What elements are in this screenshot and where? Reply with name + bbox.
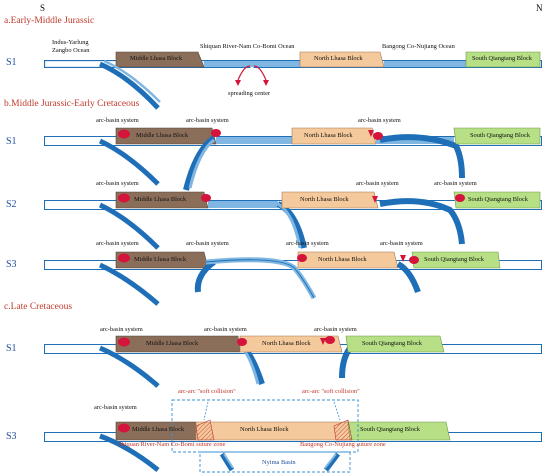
magma-blob (237, 338, 247, 346)
subducting-slab (98, 61, 160, 110)
south-qiangtang-block (453, 191, 541, 209)
soft-collision-label-left: arc-arc "soft collision" (178, 388, 236, 395)
suture-zone-hatch (333, 419, 353, 441)
soft-collision-label-right: arc-arc "soft collision" (302, 388, 360, 395)
suture-zone-hatch (195, 419, 215, 441)
indus-yarlung-label: Indus-Yarlung (52, 39, 89, 46)
arc-basin-label: arc-basin system (356, 180, 399, 187)
spreading-arrow-left (237, 65, 251, 81)
block-label-north-lhasa: North Lhasa Block (262, 340, 311, 347)
magma-blob (211, 129, 221, 137)
spreading-center-label: spreading center (228, 90, 271, 97)
shiquan-suture-label: Shiquan River-Nam Co-Bomi suture zone (118, 441, 226, 448)
magma-blob (409, 256, 419, 264)
shiquan-ocean-crust (204, 61, 304, 67)
block-label-south-qiangtang: South Qiangtang Block (424, 256, 484, 263)
stage-label-b-s2: S2 (6, 199, 17, 210)
north-label: N (536, 3, 543, 13)
block-label-south-qiangtang: South Qiangtang Block (472, 55, 532, 62)
magma-blob (118, 193, 130, 203)
arc-basin-label: arc-basin system (100, 326, 143, 333)
block-label-middle-lhasa: Middle Lhasa Block (134, 256, 187, 263)
magma-blob (118, 423, 130, 433)
arc-basin-label: arc-basin system (94, 404, 137, 411)
north-lhasa-block (281, 191, 379, 209)
block-label-middle-lhasa: Middle Lhasa Block (132, 426, 185, 433)
arc-basin-label: arc-basin system (380, 240, 423, 247)
arc-basin-label: arc-basin system (314, 326, 357, 333)
block-label-middle-lhasa: Middle Lhasa Block (136, 132, 189, 139)
arc-basin-label: arc-basin system (286, 240, 329, 247)
shiquan-ocean-label: Shiquan River-Nam Co-Bomi Ocean (200, 43, 295, 50)
arc-basin-label: arc-basin system (186, 117, 229, 124)
nyima-basin-box (199, 451, 351, 473)
nyima-basin-label: Nyima Basin (262, 459, 296, 466)
panel-c-s3 (44, 399, 542, 473)
panel-c-s1 (44, 335, 542, 388)
block-label-north-lhasa: North Lhasa Block (300, 196, 349, 203)
subducting-slab (98, 262, 160, 306)
block-label-north-lhasa: North Lhasa Block (318, 256, 367, 263)
subducting-slab (99, 345, 160, 388)
south-label: S (40, 3, 46, 13)
spreading-arrow-right (253, 65, 267, 81)
block-label-north-lhasa: North Lhasa Block (304, 132, 353, 139)
stage-label-c-s1: S1 (6, 343, 17, 354)
stage-label-c-s3: S3 (6, 431, 17, 442)
block-label-middle-lhasa: Middle Lhasa Block (130, 55, 183, 62)
block-label-north-lhasa: North Lhasa Block (240, 426, 289, 433)
arc-basin-label: arc-basin system (96, 180, 139, 187)
stage-label-a-s1: S1 (6, 57, 17, 68)
block-label-north-lhasa: North Lhasa Block (314, 55, 363, 62)
magma-blob (325, 336, 335, 344)
indus-yarlung-label-2: Zangbo Ocean (52, 47, 90, 54)
block-label-south-qiangtang: South Qiangtang Block (362, 340, 422, 347)
block-label-south-qiangtang: South Qiangtang Block (470, 132, 530, 139)
arc-basin-label: arc-basin system (186, 240, 229, 247)
north-lhasa-block (239, 335, 343, 353)
south-qiangtang-block (465, 51, 541, 68)
subducting-slab (99, 433, 160, 472)
panel-b-s3 (44, 251, 542, 306)
arc-basin-label: arc-basin system (96, 240, 139, 247)
south-qiangtang-block (453, 127, 541, 145)
arc-basin-label: arc-basin system (96, 117, 139, 124)
stage-label-b-s3: S3 (6, 259, 17, 270)
section-title-c: c.Late Cretaceous (4, 302, 73, 312)
magma-blob (118, 337, 130, 347)
magma-blob (455, 194, 465, 202)
bangong-ocean-label: Bangong Co-Nujiang Ocean (382, 43, 455, 50)
magma-blob (201, 194, 211, 202)
block-label-middle-lhasa: Middle Lhasa Block (134, 196, 187, 203)
block-label-south-qiangtang: South Qiangtang Block (360, 426, 420, 433)
arc-basin-label: arc-basin system (434, 180, 477, 187)
arc-basin-label: arc-basin system (204, 326, 247, 333)
bangong-suture-label: Bangong Co-Nujiang suture zone (300, 441, 386, 448)
magma-blob (118, 129, 130, 139)
magma-blob (297, 254, 307, 262)
block-label-middle-lhasa: Middle Lhasa Block (146, 340, 199, 347)
north-lhasa-block (297, 251, 399, 269)
panel-b-s1 (44, 127, 542, 191)
magma-blob (373, 132, 383, 140)
panel-b-s2 (44, 191, 542, 250)
stage-label-b-s1: S1 (6, 136, 17, 147)
subducting-slab (98, 202, 160, 250)
section-title-b: b.Middle Jurassic-Early Cretaceous (4, 99, 140, 109)
panel-a-s1 (44, 51, 542, 110)
south-qiangtang-block (345, 335, 445, 353)
subducting-slab (98, 138, 160, 186)
arc-basin-label: arc-basin system (358, 117, 401, 124)
block-label-south-qiangtang: South Qiangtang Block (468, 196, 528, 203)
section-title-a: a.Early-Middle Jurassic (4, 16, 95, 26)
magma-blob (118, 253, 130, 263)
